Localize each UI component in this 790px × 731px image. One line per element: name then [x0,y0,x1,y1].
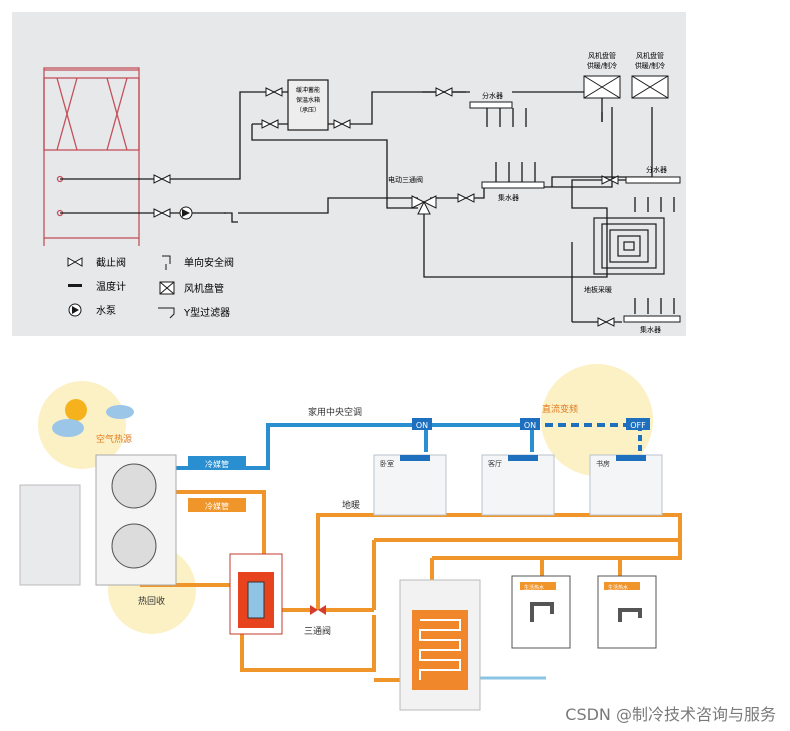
room-study-label: 书房 [596,459,610,468]
hot-pipe-label: 冷媒管 [205,501,229,511]
off-badge [626,418,650,430]
fan-coil-2-label-1: 风机盘管 [636,51,664,60]
three-way-valve-icon [310,605,318,615]
on-badge-1-label: ON [416,421,428,430]
distributor-bar-2 [625,176,681,184]
legend-check-valve: 单向安全阀 [184,256,234,269]
watermark: CSDN @制冷技术咨询与服务 [565,705,776,724]
legend-thermometer: 温度计 [96,280,126,293]
on-badge-2-label: ON [524,421,536,430]
room-bedroom-label: 卧室 [380,459,394,468]
tank-coil [419,619,461,680]
on-badge-1 [412,418,432,430]
water-system-svg: 缓冲蓄能 保温水箱 （承压） 分水器 集水器 分水器 集水器 地板采暖 电动三通… [43,51,681,334]
room-bedroom: 卧室 [373,454,447,516]
outdoor-unit-gray [19,484,81,586]
fan-coil-2-label-2: 供暖/制冷 [635,61,665,70]
off-badge-label: OFF [630,421,646,430]
tap-1-label: 生活热水 [524,584,544,591]
room-study: 书房 [589,454,663,516]
tap-1: 生活热水 [511,575,571,649]
air-source-system-illustration: 空气热源 热回收 直流变频 冷媒管 冷媒管 [12,360,688,716]
tap-2: 生活热水 [597,575,657,649]
heat-pump-unit [43,67,140,246]
tap-2-label: 生活热水 [608,584,628,591]
legend-y-filter: Y型过滤器 [183,306,230,319]
collector-label-2: 集水器 [640,325,661,334]
pipe-network [60,91,675,323]
floor-heat-label: 地暖 [342,499,360,511]
water-system-diagram: 缓冲蓄能 保温水箱 （承压） 分水器 集水器 分水器 集水器 地板采暖 电动三通… [12,12,686,336]
legend-fan-coil: 风机盘管 [184,282,224,295]
three-way-valve-label: 电动三通阀 [388,175,423,184]
collector-label-1: 集水器 [498,193,519,202]
fan-coil-1-label-1: 风机盘管 [588,51,616,60]
cold-pipe-tag [188,456,246,470]
legend: 截止阀 温度计 水泵 单向安全阀 风机盘管 Y型过滤器 [67,255,234,319]
fan-coil-1-label-2: 供暖/制冷 [587,61,617,70]
fan-icon-top [111,463,157,509]
collector-bar-2 [623,315,681,323]
stop-valve-icons [153,87,619,327]
floor-heating-label: 地板采暖 [584,285,612,294]
inverter-circle [541,364,653,476]
buffer-tank-label-3: （承压） [296,106,320,114]
legend-pump: 水泵 [96,305,116,317]
room-living-label: 客厅 [488,459,502,468]
buffer-tank-label-1: 缓冲蓄能 [296,86,320,94]
fan-coil-1: 风机盘管 供暖/制冷 [583,51,621,99]
collector-bar-1 [481,181,545,189]
buffer-tank [287,79,329,131]
fan-icon-bottom [111,523,157,569]
cloud-icon [52,419,84,437]
air-source-svg: 空气热源 热回收 直流变频 冷媒管 冷媒管 [19,364,682,711]
buffer-tank-label-2: 保温水箱 [296,96,320,104]
legend-stop-valve: 截止阀 [96,256,126,269]
on-badge-2 [520,418,540,430]
three-way-valve-icon [411,195,426,209]
distributor-label-2: 分水器 [646,165,667,174]
distributor-label-1: 分水器 [482,91,503,100]
room-living: 客厅 [481,454,555,516]
distributor-bar-1 [469,101,513,109]
y-filter-icon [224,212,238,223]
cold-pipe-label: 冷媒管 [205,459,229,469]
air-source-label: 空气热源 [96,433,132,445]
fan-coil-2: 风机盘管 供暖/制冷 [631,51,669,99]
hot-pipe-tag [188,498,246,512]
floor-heating-coil [593,217,665,275]
three-way-label: 三通阀 [304,626,331,637]
dc-inverter-label: 直流变频 [542,403,578,415]
home-ac-label: 家用中央空调 [308,406,362,418]
sun-icon [65,399,87,421]
heat-recovery-label: 热回收 [138,595,165,607]
